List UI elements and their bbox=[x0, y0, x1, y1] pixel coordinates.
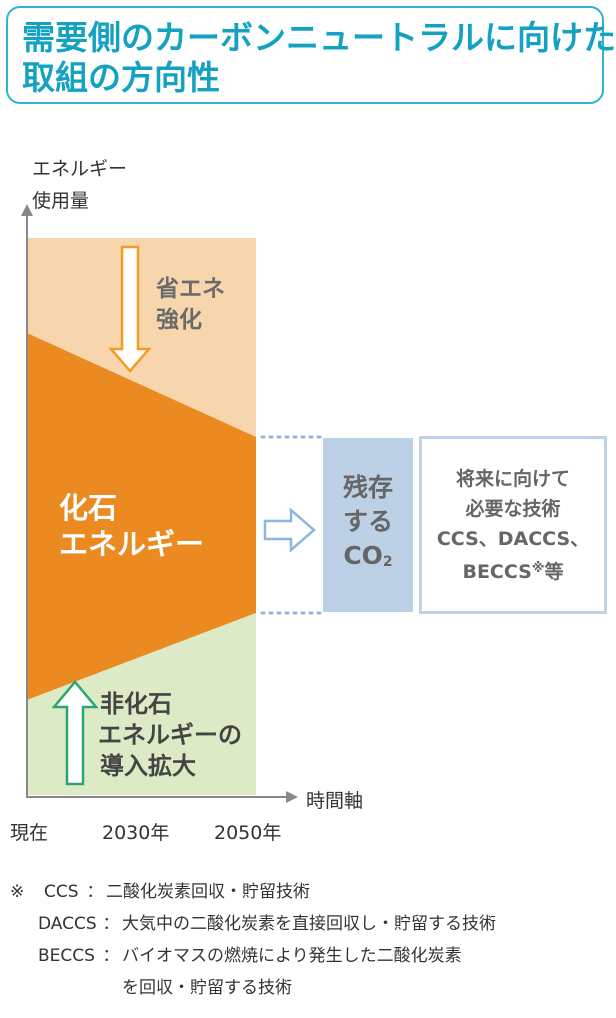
future-line-1: 将来に向けて bbox=[455, 467, 570, 490]
footnote-mark: ※ bbox=[10, 882, 25, 902]
right-arrow-icon bbox=[263, 507, 316, 553]
footnote-indent bbox=[10, 940, 38, 972]
future-line-3: CCS、DACCS、 bbox=[436, 527, 590, 550]
footnote-text: 二酸化炭素回収・貯留技術 bbox=[106, 882, 310, 902]
y-axis-label-line-2: 使用量 bbox=[32, 190, 90, 212]
energy-saving-label: 省エネ 強化 bbox=[156, 274, 225, 336]
future-line-4: BECCS※等 bbox=[462, 554, 563, 587]
non-fossil-energy-label-line-2: エネルギーの bbox=[98, 721, 242, 749]
footnote-indent bbox=[10, 908, 38, 940]
residual-co2-line-1: 残存 bbox=[342, 473, 393, 502]
x-tick-now: 現在 bbox=[10, 822, 49, 844]
energy-saving-region bbox=[27, 238, 256, 437]
fossil-energy-label: 化石 エネルギー bbox=[59, 490, 204, 562]
y-axis-label-line-1: エネルギー bbox=[32, 158, 128, 180]
energy-saving-label-line-1: 省エネ bbox=[156, 276, 225, 302]
future-technologies-box: 将来に向けて 必要な技術 CCS、DACCS、 BECCS※等 bbox=[419, 436, 607, 614]
fossil-energy-label-line-1: 化石 bbox=[59, 491, 118, 525]
up-arrow-icon bbox=[51, 680, 99, 786]
future-line-2: 必要な技術 bbox=[465, 497, 561, 520]
etc-text: 等 bbox=[544, 560, 564, 583]
energy-saving-label-line-2: 強化 bbox=[156, 307, 202, 333]
co2-text: CO bbox=[343, 541, 383, 570]
residual-co2-line-3: CO2 bbox=[343, 539, 392, 579]
beccs-text: BECCS bbox=[462, 560, 532, 583]
footnote-key: DACCS bbox=[38, 914, 97, 934]
co2-subscript: 2 bbox=[382, 554, 393, 570]
footnote-text: 大気中の二酸化炭素を直接回収し・貯留する技術 bbox=[122, 914, 496, 934]
non-fossil-energy-label-line-1: 非化石 bbox=[100, 690, 172, 718]
x-axis-label: 時間軸 bbox=[306, 790, 364, 812]
fossil-energy-region bbox=[27, 333, 256, 700]
non-fossil-energy-label: 非化石 エネルギーの 導入拡大 bbox=[98, 689, 242, 782]
footnote-row: ※ CCS ： 二酸化炭素回収・貯留技術 bbox=[10, 876, 496, 908]
footnotes: ※ CCS ： 二酸化炭素回収・貯留技術 DACCS ： 大気中の二酸化炭素を直… bbox=[10, 876, 496, 1004]
footnote-colon: ： bbox=[86, 882, 104, 902]
footnote-row: BECCS ： バイオマスの燃焼により発生した二酸化炭素 bbox=[10, 940, 496, 972]
title-box: 需要側のカーボンニュートラルに向けた 取組の方向性 bbox=[6, 6, 616, 104]
footnote-colon: ： bbox=[102, 914, 120, 934]
down-arrow-icon bbox=[108, 245, 152, 373]
footnote-indent bbox=[10, 972, 122, 1004]
footnote-row: DACCS ： 大気中の二酸化炭素を直接回収し・貯留する技術 bbox=[10, 908, 496, 940]
footnote-key: BECCS bbox=[38, 946, 95, 966]
x-axis-arrowhead bbox=[286, 791, 298, 803]
note-mark-superscript: ※ bbox=[531, 560, 545, 576]
footnote-key: CCS bbox=[44, 882, 79, 902]
footnote-row: を回収・貯留する技術 bbox=[10, 972, 496, 1004]
non-fossil-energy-label-line-3: 導入拡大 bbox=[100, 752, 196, 780]
footnote-text: バイオマスの燃焼により発生した二酸化炭素 bbox=[122, 946, 462, 966]
residual-co2-line-2: する bbox=[342, 507, 393, 536]
x-tick-2030: 2030年 bbox=[102, 822, 170, 844]
footnote-continuation: を回収・貯留する技術 bbox=[122, 978, 292, 998]
title-line-1: 需要側のカーボンニュートラルに向けた bbox=[22, 18, 616, 57]
fossil-energy-label-line-2: エネルギー bbox=[59, 527, 205, 561]
title-line-2: 取組の方向性 bbox=[22, 58, 220, 97]
y-axis-arrowhead bbox=[21, 204, 33, 216]
residual-co2-box: 残存 する CO2 bbox=[323, 438, 413, 612]
x-tick-2050: 2050年 bbox=[214, 822, 282, 844]
footnote-colon: ： bbox=[102, 946, 120, 966]
